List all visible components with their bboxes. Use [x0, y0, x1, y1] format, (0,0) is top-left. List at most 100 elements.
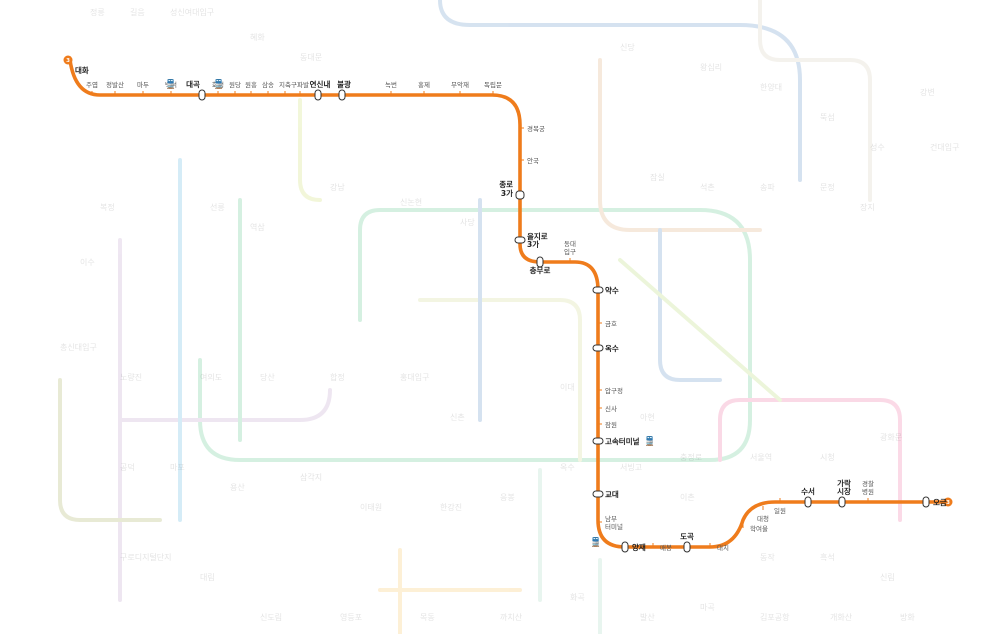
- station-label-euljiro3ga[interactable]: 을지로: [527, 231, 548, 241]
- background-station-label: 이태원: [360, 502, 382, 512]
- background-station-label: 복정: [100, 202, 115, 212]
- station-label-sinsa[interactable]: 신사: [605, 404, 617, 413]
- background-station-label: 옥수: [560, 463, 575, 472]
- background-station-label: 길음: [130, 8, 145, 17]
- background-station-label: 사당: [460, 217, 475, 227]
- transfer-marker[interactable]: [592, 437, 604, 445]
- station-label-juyeop[interactable]: 주엽: [86, 80, 98, 89]
- background-station-label: 한양대: [760, 83, 782, 92]
- station-label-apgujeong[interactable]: 압구정: [605, 386, 623, 395]
- station-label-geumho[interactable]: 금호: [605, 320, 617, 328]
- station-label-hangnyeoul[interactable]: 학여울: [750, 524, 768, 533]
- background-station-label: 여의도: [200, 372, 222, 382]
- background-station-label: 노량진: [120, 372, 142, 382]
- background-station-label: 용산: [230, 482, 245, 492]
- station-label-wonheung[interactable]: 원흥: [245, 80, 257, 89]
- station-label-jichuk[interactable]: 지축: [279, 80, 291, 89]
- station-label-gyodae[interactable]: 교대: [605, 489, 619, 499]
- station-label-oksu[interactable]: 옥수: [605, 343, 619, 353]
- station-label-hongje[interactable]: 홍제: [418, 80, 430, 89]
- station-label-daegok[interactable]: 대곡: [186, 79, 200, 89]
- station-label-irwon[interactable]: 일원: [774, 506, 786, 515]
- station-label-jamwon[interactable]: 잠원: [605, 420, 617, 429]
- transfer-marker[interactable]: [536, 256, 544, 268]
- transfer-marker[interactable]: [592, 490, 604, 498]
- background-station-label: 이촌: [680, 492, 695, 502]
- background-station-label: 영등포: [340, 612, 362, 622]
- station-label-bulgwang[interactable]: 불광: [337, 79, 351, 89]
- background-station-label: 강남: [330, 182, 345, 192]
- transfer-marker[interactable]: [338, 89, 346, 101]
- station-label-gyeongbokgung[interactable]: 경복궁: [527, 124, 545, 133]
- station-label-yeonsinnae[interactable]: 연신내: [310, 79, 331, 89]
- background-station-label: 신림: [880, 572, 895, 582]
- station-label-nambu[interactable]: 터미널: [605, 522, 623, 531]
- station-label-gupabal[interactable]: 구파발: [291, 80, 309, 89]
- station-label-dongnimmun[interactable]: 독립문: [484, 81, 502, 89]
- background-station-label: 정릉: [90, 7, 105, 17]
- background-station-label: 개화산: [830, 612, 853, 622]
- background-station-label: 서빙고: [620, 463, 642, 472]
- station-label-dongguk[interactable]: 입구: [564, 248, 576, 256]
- station-label-wondang[interactable]: 원당: [229, 80, 241, 89]
- station-label-madu[interactable]: 마두: [137, 80, 149, 89]
- station-label-gyeongchal[interactable]: 경찰: [862, 479, 874, 488]
- station-label-euljiro3ga[interactable]: 3가: [527, 239, 539, 249]
- transfer-marker[interactable]: [838, 496, 846, 508]
- station-label-chungmuro[interactable]: 충무로: [530, 265, 551, 275]
- transfer-marker[interactable]: [198, 89, 206, 101]
- station-label-suseo[interactable]: 수서: [801, 486, 815, 496]
- station-label-nambu[interactable]: 남부: [605, 514, 617, 523]
- background-station-label: 충정로: [680, 452, 702, 462]
- transfer-marker[interactable]: [621, 541, 629, 553]
- station-label-nokbeon[interactable]: 녹번: [385, 80, 397, 89]
- background-station-label: 응봉: [500, 493, 515, 502]
- station-label-samsong[interactable]: 삼송: [262, 80, 274, 89]
- station-label-gyeongchal[interactable]: 병원: [862, 487, 874, 496]
- transfer-marker[interactable]: [592, 344, 604, 352]
- background-station-label: 잠실: [650, 172, 665, 182]
- station-label-jeongbalsan[interactable]: 정발산: [106, 80, 124, 89]
- train-icon: 🚆: [590, 536, 601, 548]
- station-label-daehwa[interactable]: 대화: [75, 65, 89, 75]
- background-station-label: 시청: [820, 453, 835, 462]
- background-network: [58, 0, 902, 634]
- station-label-jongno3ga[interactable]: 3가: [501, 188, 513, 198]
- transfer-marker[interactable]: [514, 236, 526, 244]
- transfer-marker[interactable]: [592, 286, 604, 294]
- station-label-hwajeong[interactable]: 화정: [212, 80, 224, 89]
- transfer-marker[interactable]: [515, 190, 525, 200]
- background-station-label: 장지: [860, 202, 875, 212]
- station-label-garak[interactable]: 시장: [837, 486, 851, 496]
- station-label-muakjae[interactable]: 무악재: [451, 81, 469, 89]
- station-label-maebong[interactable]: 매봉: [660, 544, 672, 552]
- background-station-label: 역삼: [250, 222, 265, 232]
- station-label-dongguk[interactable]: 동대: [564, 240, 576, 248]
- transfer-marker[interactable]: [683, 541, 691, 553]
- station-label-yangjae[interactable]: 양재: [632, 542, 646, 552]
- background-station-label: 왕십리: [700, 63, 722, 72]
- background-station-label: 동대문: [300, 53, 322, 62]
- transfer-marker[interactable]: [804, 496, 812, 508]
- background-station-label: 발산: [640, 612, 655, 622]
- background-station-label: 석촌: [700, 182, 715, 192]
- station-label-baekseok[interactable]: 백석: [165, 80, 177, 89]
- station-label-jongno3ga[interactable]: 종로: [499, 180, 513, 189]
- background-station-label: 광화문: [880, 432, 902, 442]
- station-label-garak[interactable]: 가락: [837, 478, 851, 488]
- background-station-label: 신도림: [260, 612, 282, 622]
- station-label-daechi[interactable]: 대치: [717, 543, 729, 552]
- transfer-marker[interactable]: [314, 89, 322, 101]
- background-station-label: 성신여대입구: [170, 7, 214, 17]
- station-label-ogeum[interactable]: 오금: [933, 498, 947, 507]
- background-station-label: 까치산: [500, 612, 523, 622]
- station-label-express[interactable]: 고속터미널: [605, 436, 640, 446]
- station-label-anguk[interactable]: 안국: [527, 156, 539, 165]
- station-label-dogok[interactable]: 도곡: [680, 532, 694, 541]
- station-label-yaksu[interactable]: 약수: [605, 285, 619, 295]
- background-station-label: 문정: [820, 182, 835, 192]
- train-icon: 🚆: [165, 78, 176, 90]
- transfer-marker[interactable]: [922, 496, 930, 508]
- station-label-daecheong[interactable]: 대청: [757, 515, 769, 523]
